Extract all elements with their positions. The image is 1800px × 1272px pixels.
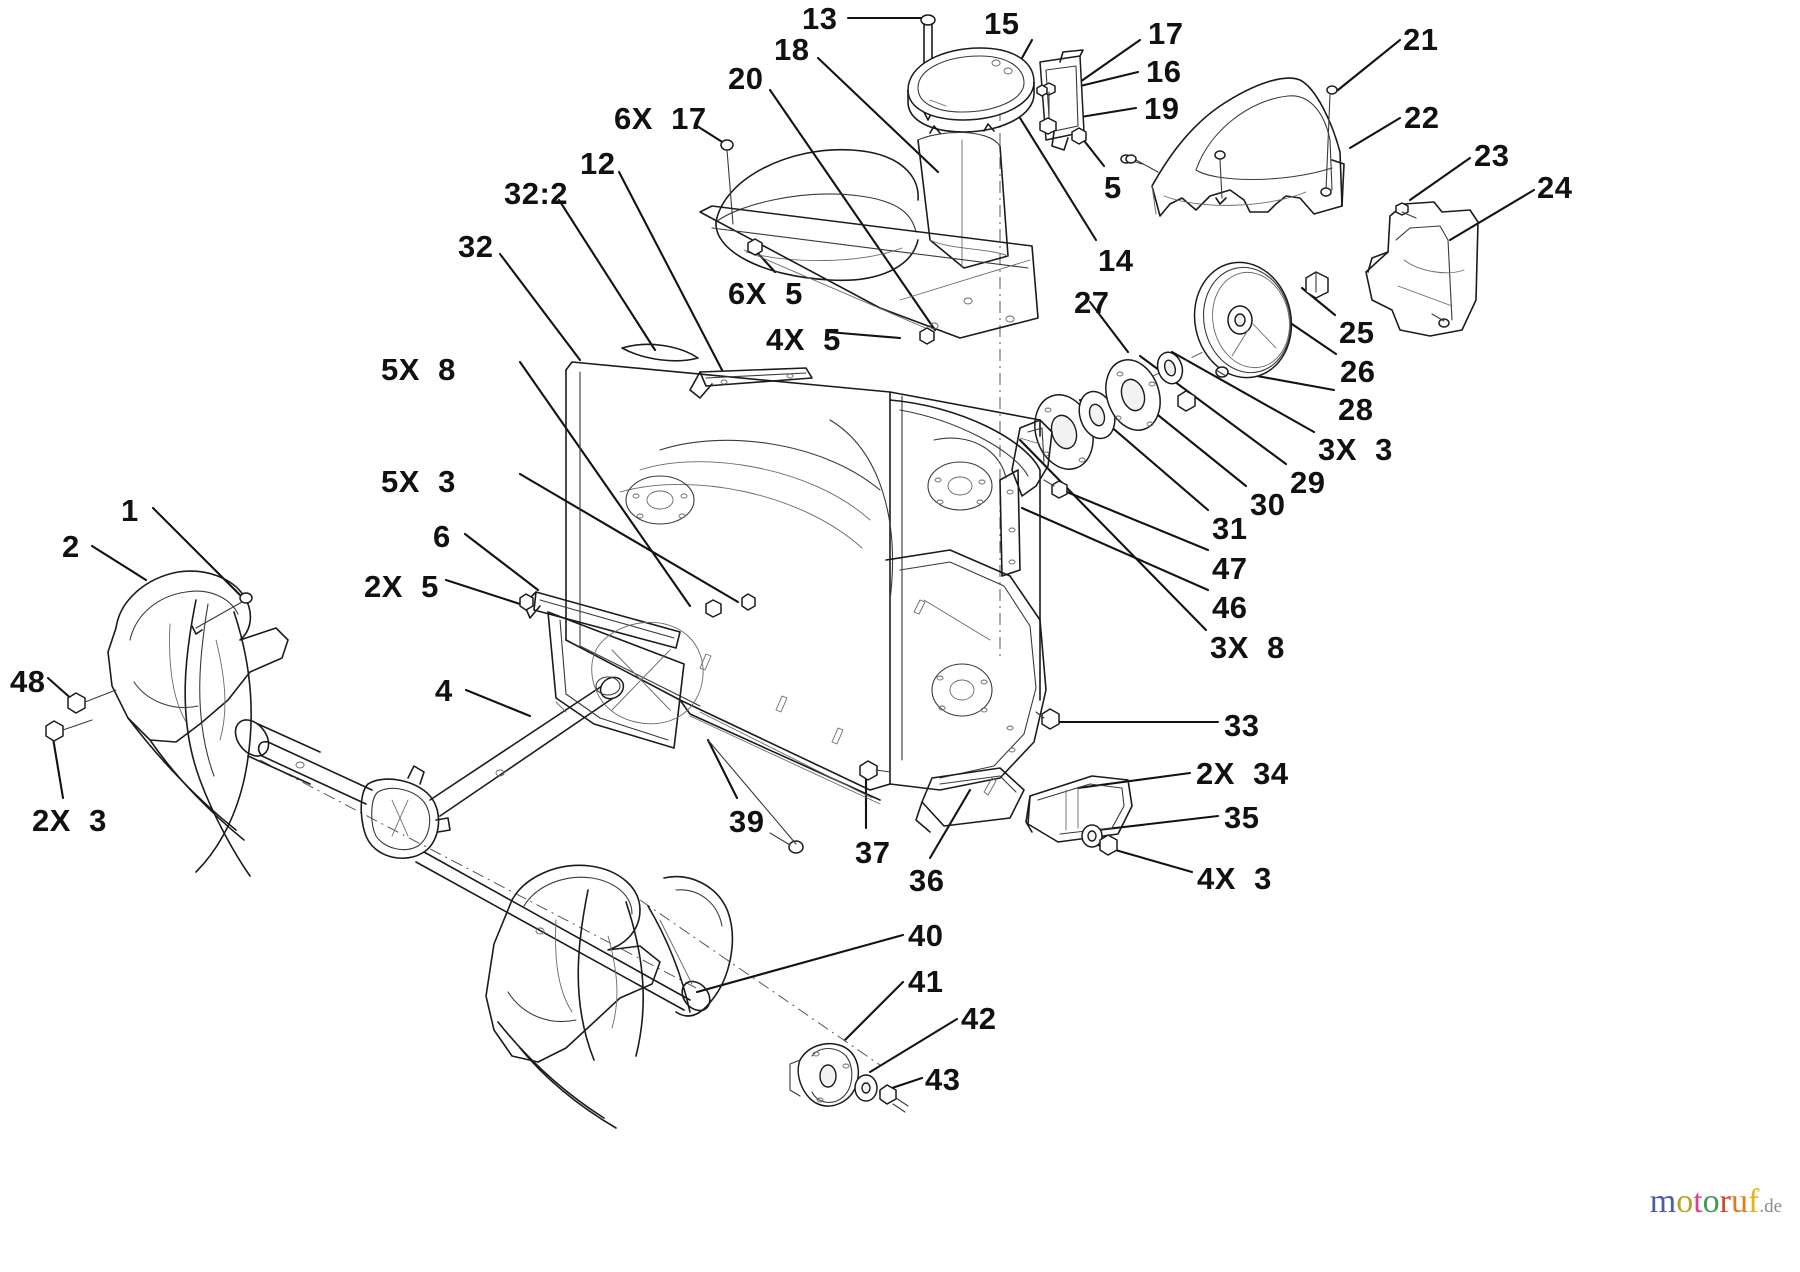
part-4-auger-shaft xyxy=(257,676,691,1011)
callout-c5a: 5 xyxy=(1104,170,1122,205)
callout-c26: 26 xyxy=(1340,354,1376,389)
callout-c3x8: 3X 8 xyxy=(1210,630,1285,665)
part-bearing-stack xyxy=(999,351,1196,577)
callout-c43: 43 xyxy=(925,1062,961,1097)
part-24-side-cover xyxy=(1365,201,1479,337)
part-41-hub xyxy=(789,1042,909,1113)
callout-c32: 32 xyxy=(458,229,494,264)
callout-c20: 20 xyxy=(728,61,764,96)
callout-c5x3: 5X 3 xyxy=(381,464,456,499)
watermark-letter: m xyxy=(1649,1183,1677,1220)
callout-c17a: 17 xyxy=(1148,16,1184,51)
part-2-left-auger xyxy=(45,570,321,877)
part-right-side-plate xyxy=(859,549,1060,833)
part-40-right-auger xyxy=(485,864,734,1129)
callout-c2: 2 xyxy=(62,529,80,564)
callout-c4x3: 4X 3 xyxy=(1197,861,1272,896)
impeller-fan xyxy=(591,621,704,725)
watermark-wordmark: motoruf xyxy=(1650,1183,1760,1220)
callout-c2x34: 2X 34 xyxy=(1196,756,1289,791)
part-18-20-chute-assembly xyxy=(699,123,1039,345)
callout-c31: 31 xyxy=(1212,511,1248,546)
callout-c41: 41 xyxy=(908,964,944,999)
callout-c48: 48 xyxy=(10,664,46,699)
callout-c2x3: 2X 3 xyxy=(32,803,107,838)
callout-c28: 28 xyxy=(1338,392,1374,427)
callout-c42: 42 xyxy=(961,1001,997,1036)
callout-c6x17: 6X 17 xyxy=(614,101,707,136)
callout-c322: 32:2 xyxy=(504,176,569,211)
callout-c4: 4 xyxy=(435,673,453,708)
watermark-letter: f xyxy=(1747,1183,1760,1220)
callout-c16: 16 xyxy=(1146,54,1182,89)
callout-c5x8: 5X 8 xyxy=(381,352,456,387)
callout-c30: 30 xyxy=(1250,487,1286,522)
part-26-pulley xyxy=(1193,261,1329,379)
callout-c37: 37 xyxy=(855,835,891,870)
part-32-auger-housing xyxy=(565,343,1041,801)
callout-c29: 29 xyxy=(1290,465,1326,500)
callout-c24: 24 xyxy=(1537,170,1573,205)
callout-c2x5: 2X 5 xyxy=(364,569,439,604)
callout-c1: 1 xyxy=(121,493,139,528)
callout-c47: 47 xyxy=(1212,551,1248,586)
part-39-bolt xyxy=(707,739,804,854)
motoruf-watermark: motoruf.de xyxy=(1616,1151,1782,1258)
callout-c12: 12 xyxy=(580,146,616,181)
callout-c14: 14 xyxy=(1098,243,1134,278)
callout-c40: 40 xyxy=(908,918,944,953)
part-22-belt-cover xyxy=(1125,77,1345,217)
callout-c3x3: 3X 3 xyxy=(1318,432,1393,467)
callout-c6: 6 xyxy=(433,519,451,554)
callout-c21: 21 xyxy=(1403,22,1439,57)
callout-c22: 22 xyxy=(1404,100,1440,135)
callout-c4x5: 4X 5 xyxy=(766,322,841,357)
callout-c46: 46 xyxy=(1212,590,1248,625)
callout-c33: 33 xyxy=(1224,708,1260,743)
part-6-scraper-blade xyxy=(519,591,685,749)
callout-c15: 15 xyxy=(984,6,1020,41)
leader-lines xyxy=(46,16,1536,1094)
watermark-letter: o xyxy=(1676,1183,1694,1220)
callout-c27: 27 xyxy=(1074,285,1110,320)
callout-c18: 18 xyxy=(774,32,810,67)
callout-c6x5: 6X 5 xyxy=(728,276,803,311)
callout-c25: 25 xyxy=(1339,315,1375,350)
callout-c35: 35 xyxy=(1224,800,1260,835)
callout-c36: 36 xyxy=(909,863,945,898)
watermark-letter: u xyxy=(1730,1183,1748,1220)
callout-c19: 19 xyxy=(1144,91,1180,126)
watermark-letter: r xyxy=(1719,1183,1731,1220)
watermark-letter: t xyxy=(1693,1183,1703,1220)
housing-lower-lip xyxy=(555,701,881,805)
callout-c13: 13 xyxy=(802,1,838,36)
callout-c39: 39 xyxy=(729,804,765,839)
callout-c23: 23 xyxy=(1474,138,1510,173)
watermark-suffix: .de xyxy=(1759,1196,1782,1217)
part-34-skid-shoe xyxy=(1025,775,1133,856)
watermark-letter: o xyxy=(1702,1183,1720,1220)
